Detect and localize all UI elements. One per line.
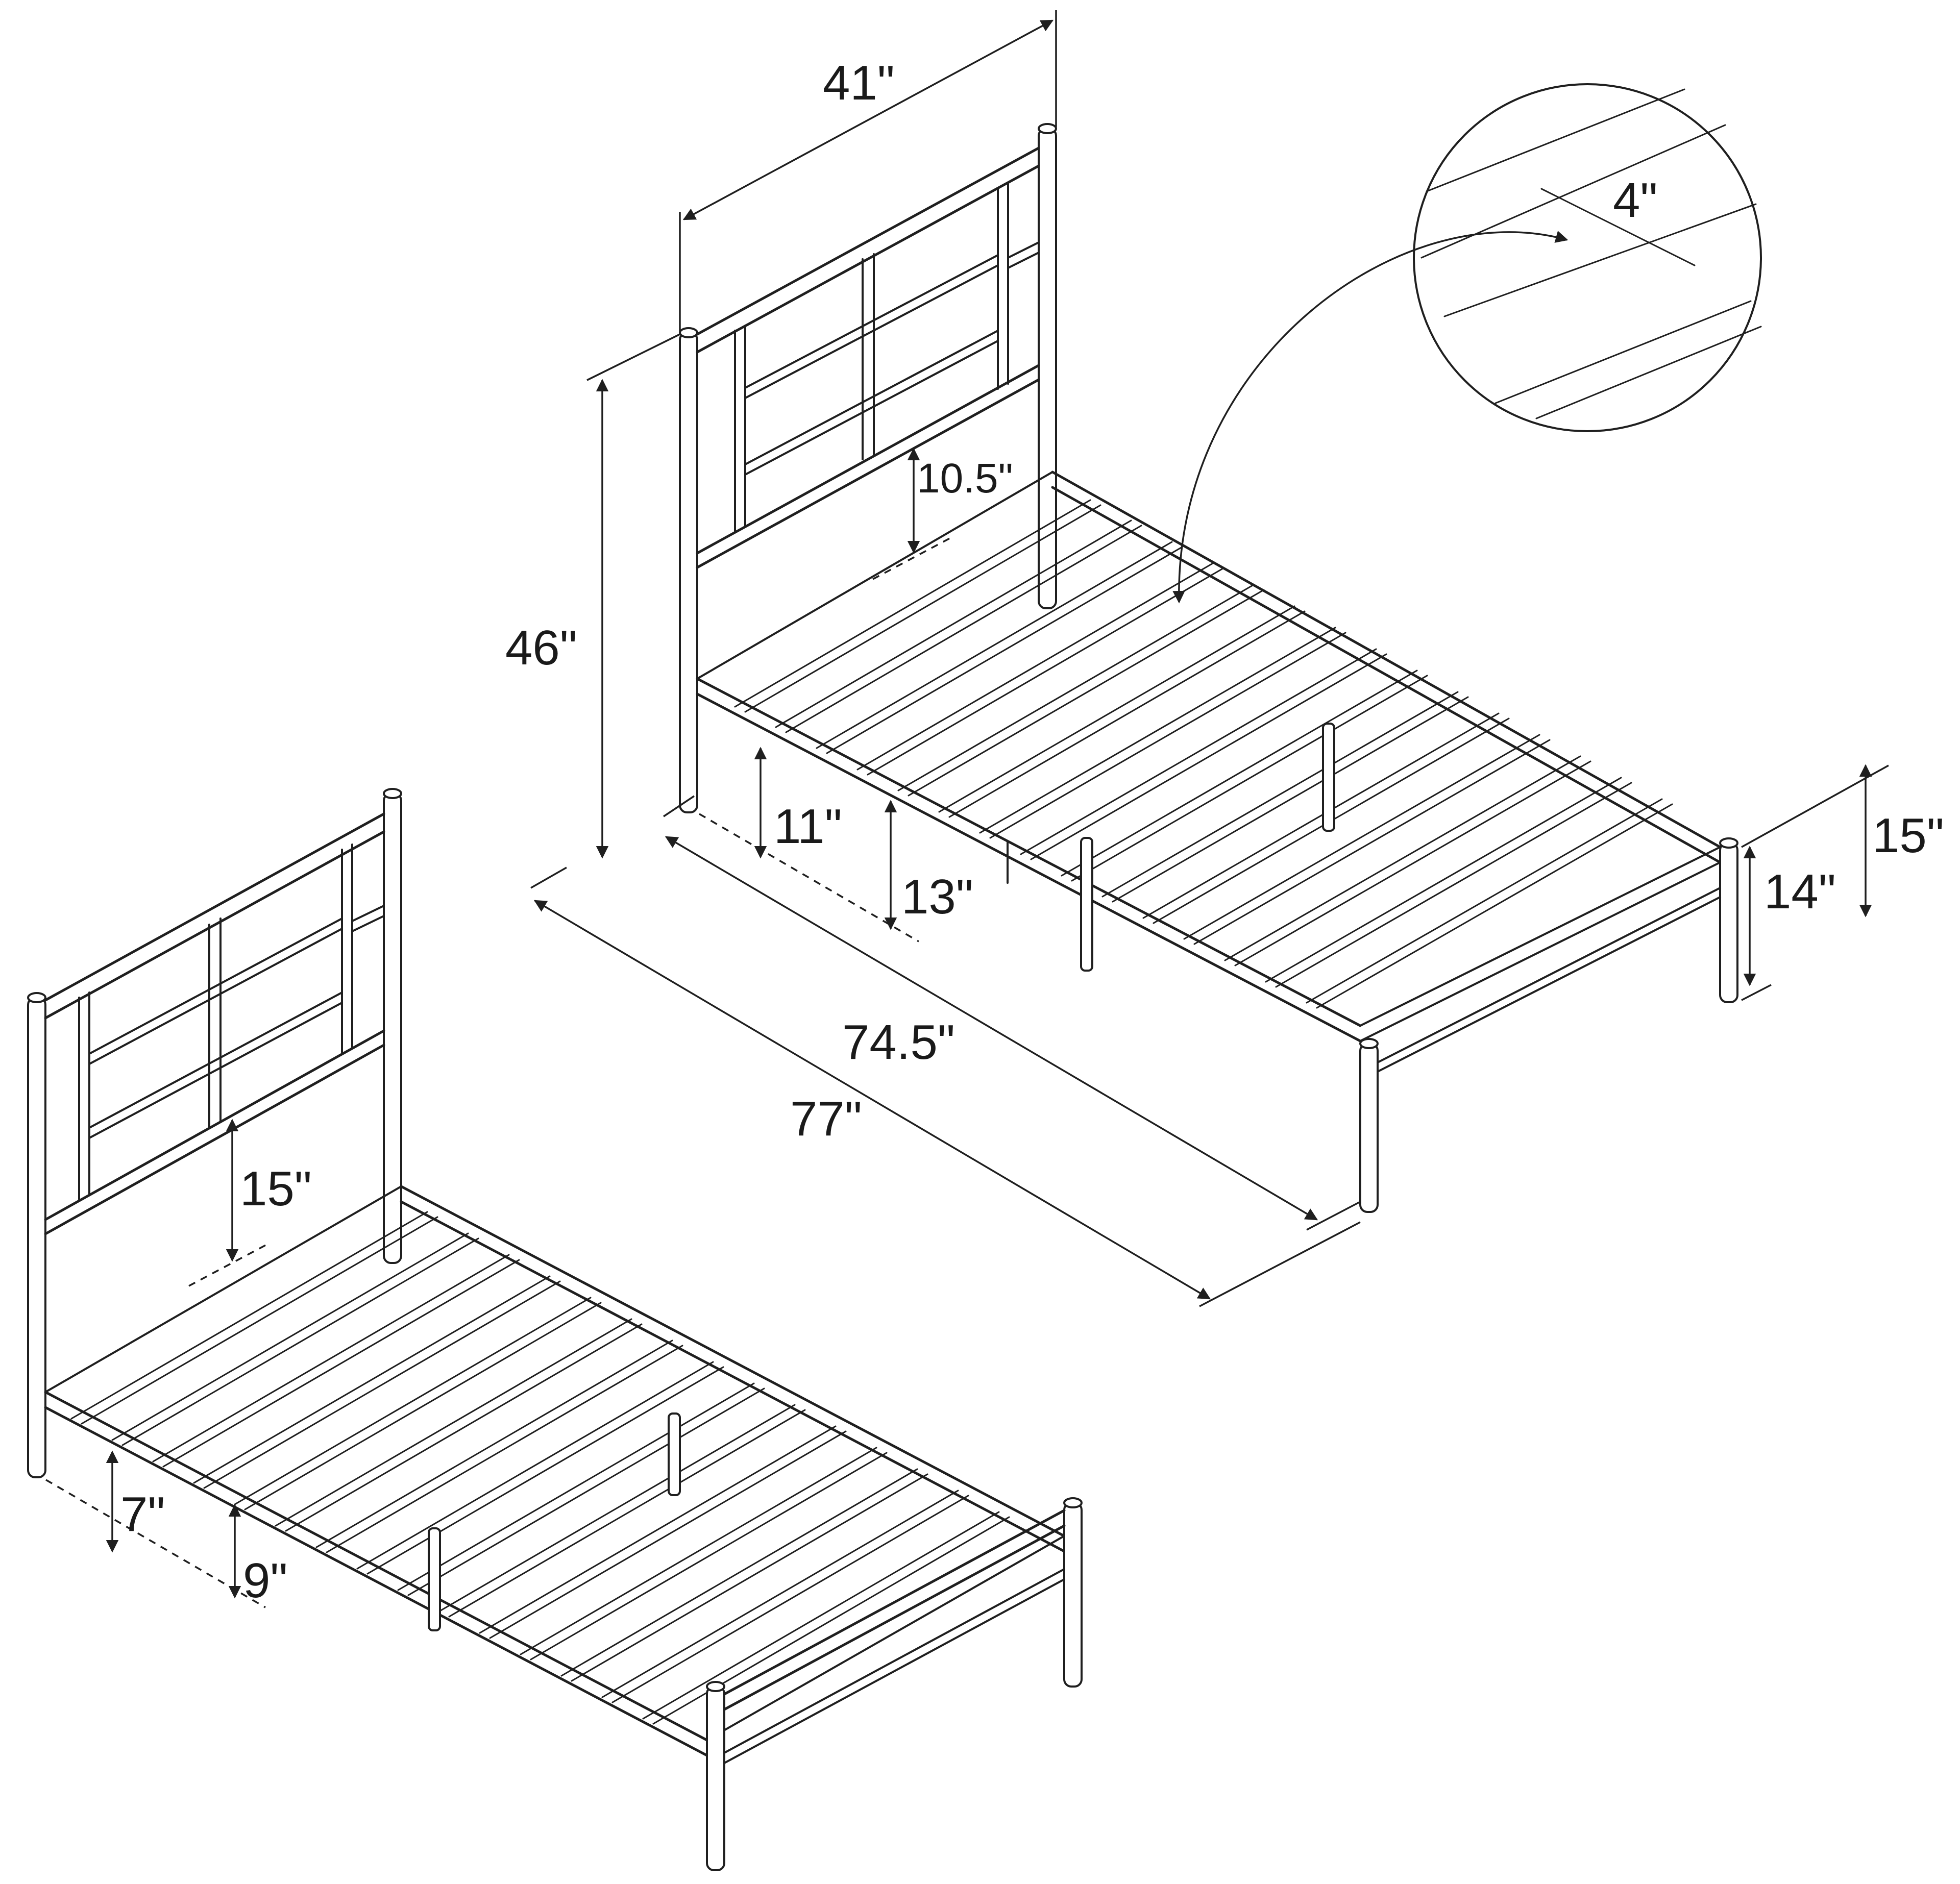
top-length-dimensions: 74.5" 77" [530, 795, 1361, 1307]
top-slats [734, 499, 1673, 1009]
label-top-clearance-rail: 11" [774, 799, 842, 854]
label-bottom-gap: 15" [240, 1161, 312, 1216]
label-footboard-height: 15" [1872, 808, 1944, 863]
label-top-clearance-floor: 13" [901, 870, 973, 924]
bottom-footboard [706, 1497, 1083, 1871]
label-footboard-rail: 14" [1764, 864, 1836, 919]
bottom-center-legs [428, 1412, 681, 1631]
bottom-slats [70, 1211, 1010, 1725]
top-gap-dimension: 10.5" [872, 448, 1013, 580]
top-footboard-dimensions: 14" 15" [1741, 764, 1944, 1001]
label-slat-spacing: 4" [1613, 173, 1657, 228]
label-headboard-height: 46" [505, 621, 577, 675]
label-bottom-clearance-rail: 7" [120, 1487, 165, 1542]
slat-detail-callout: 4" [1172, 83, 1762, 604]
label-bottom-clearance-floor: 9" [243, 1553, 287, 1608]
top-clearance-dimensions: 11" 13" [699, 747, 973, 943]
label-inner-length: 74.5" [842, 1015, 955, 1070]
bottom-bed: 15" 7" 9" [27, 788, 1083, 1871]
top-width-dimension: 41" [679, 10, 1057, 332]
bottom-gap-dimension: 15" [188, 1119, 312, 1287]
label-headboard-width: 41" [823, 56, 895, 110]
bottom-headboard [27, 788, 402, 1478]
label-overall-length: 77" [790, 1092, 862, 1146]
top-height-dimension: 46" [505, 333, 680, 859]
label-top-gap: 10.5" [917, 455, 1013, 502]
top-footboard [1359, 837, 1738, 1213]
bottom-clearance-dimensions: 7" 9" [45, 1450, 287, 1608]
bottom-side-rails [44, 1185, 1066, 1757]
top-bed: 41" 46" 10.5" 11" 13" [505, 10, 1944, 1307]
